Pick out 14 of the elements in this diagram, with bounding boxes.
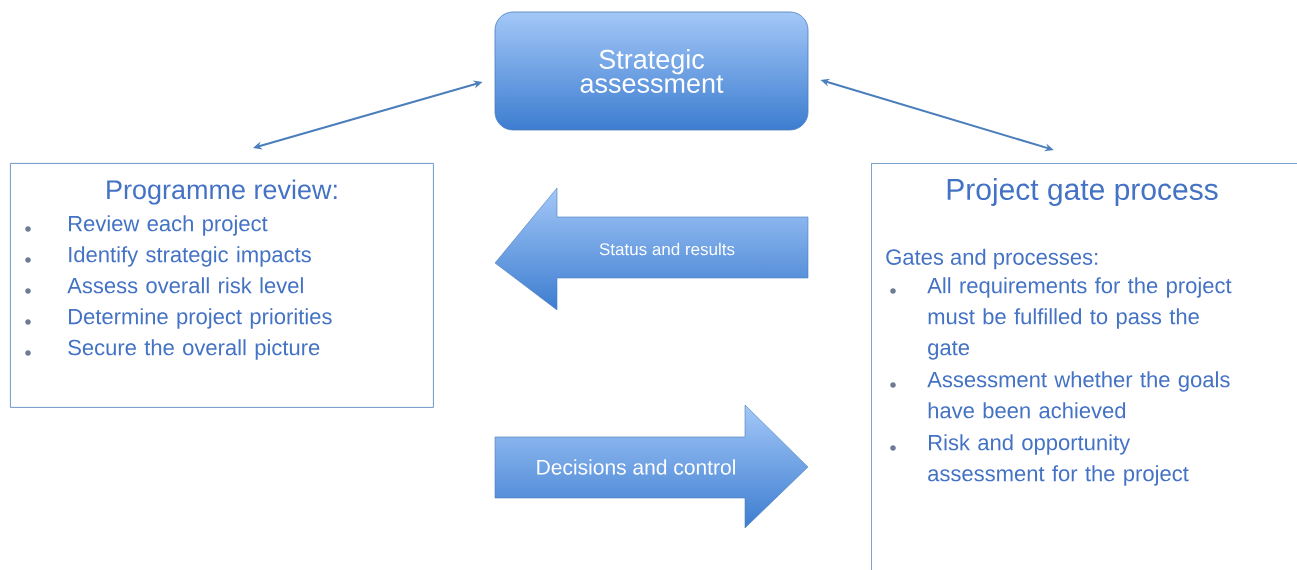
- text-panel: [871, 163, 1297, 570]
- panel-heading: Programme review:: [107, 179, 337, 205]
- bullet-item: Risk and opportunity assessment for the project: [928, 434, 1189, 486]
- bullet-item: Assess overall risk level: [67, 277, 303, 294]
- subheading: Gates and processes:: [886, 248, 1098, 270]
- bullet-item: Assessment whether the goals have been achieved: [927, 371, 1230, 419]
- bullet-item: Determine project priorities: [69, 308, 332, 329]
- process-box: Strategic assessment: [494, 11, 809, 131]
- text-panel: [10, 163, 434, 408]
- bullet-item: All requirements for the project must be fulfilled to pass the gate: [927, 277, 1232, 360]
- panel-heading: Project gate process: [947, 178, 1218, 206]
- bullet-item: Secure the overall picture: [68, 339, 320, 360]
- bullet-item: Identify strategic impacts: [69, 246, 311, 267]
- bullet-item: Review each project: [69, 215, 268, 236]
